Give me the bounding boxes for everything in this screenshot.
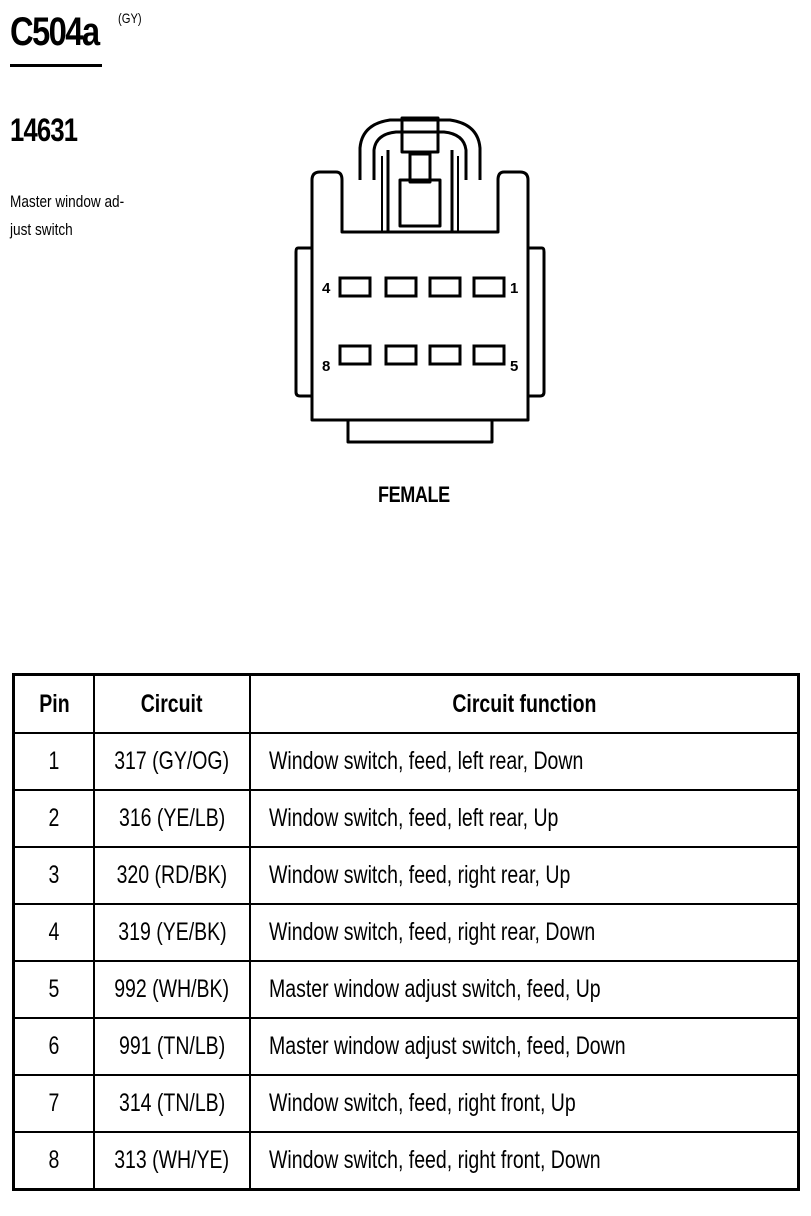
cell-circuit: 314 (TN/LB) xyxy=(93,1074,251,1133)
cell-function: Window switch, feed, left rear, Down xyxy=(249,732,800,791)
cell-circuit: 992 (WH/BK) xyxy=(93,960,251,1019)
pin-label-5: 5 xyxy=(510,358,518,375)
connector-face-diagram: 4 1 8 5 xyxy=(294,116,546,444)
connector-color: (GY) xyxy=(118,10,142,26)
pin-label-8: 8 xyxy=(322,358,330,375)
connector-id: C504a xyxy=(10,10,100,54)
connector-gender: FEMALE xyxy=(378,482,450,507)
cell-circuit: 319 (YE/BK) xyxy=(93,903,251,962)
connector-title: C504a xyxy=(10,8,118,56)
cell-pin: 3 xyxy=(12,846,95,905)
pin-label-1: 1 xyxy=(510,280,518,297)
header-pin: Pin xyxy=(12,673,95,734)
cell-circuit: 320 (RD/BK) xyxy=(93,846,251,905)
cell-circuit: 991 (TN/LB) xyxy=(93,1017,251,1076)
pin-cavity-6 xyxy=(428,344,462,366)
cell-pin: 6 xyxy=(12,1017,95,1076)
cell-function: Window switch, feed, right front, Down xyxy=(249,1131,800,1191)
cell-circuit: 316 (YE/LB) xyxy=(93,789,251,848)
cell-function: Master window adjust switch, feed, Up xyxy=(249,960,800,1019)
pin-cavity-4 xyxy=(338,276,372,298)
latch-housing xyxy=(358,118,482,180)
pin-cavity-7 xyxy=(384,344,418,366)
connector-description: Master window ad- just switch xyxy=(10,192,125,239)
header-circuit: Circuit xyxy=(93,673,251,734)
part-number: 14631 xyxy=(10,112,78,148)
pin-cavity-5 xyxy=(472,344,506,366)
connector-body xyxy=(310,232,530,422)
pin-cavity-1 xyxy=(472,276,506,298)
pin-cavity-2 xyxy=(428,276,462,298)
right-flange xyxy=(528,246,546,398)
cell-pin: 1 xyxy=(12,732,95,791)
cell-circuit: 313 (WH/YE) xyxy=(93,1131,251,1191)
cell-pin: 2 xyxy=(12,789,95,848)
left-flange xyxy=(294,246,312,398)
cell-pin: 8 xyxy=(12,1131,95,1191)
pin-cavity-3 xyxy=(384,276,418,298)
pin-label-4: 4 xyxy=(322,280,331,297)
latch-slot xyxy=(408,152,432,184)
cell-pin: 4 xyxy=(12,903,95,962)
table-header-row: Pin Circuit Circuit function xyxy=(12,673,800,734)
cell-function: Window switch, feed, left rear, Up xyxy=(249,789,800,848)
latch-tab xyxy=(400,116,440,154)
lock-tab xyxy=(398,178,442,228)
title-underline xyxy=(10,64,102,67)
cell-function: Master window adjust switch, feed, Down xyxy=(249,1017,800,1076)
cell-pin: 5 xyxy=(12,960,95,1019)
header-function: Circuit function xyxy=(249,673,800,734)
pin-cavity-8 xyxy=(338,344,372,366)
cell-function: Window switch, feed, right rear, Up xyxy=(249,846,800,905)
latch-housing-inner xyxy=(372,130,468,180)
cell-pin: 7 xyxy=(12,1074,95,1133)
cell-function: Window switch, feed, right front, Up xyxy=(249,1074,800,1133)
connector-foot xyxy=(346,420,494,444)
cell-function: Window switch, feed, right rear, Down xyxy=(249,903,800,962)
connector-ears xyxy=(310,170,530,234)
cell-circuit: 317 (GY/OG) xyxy=(93,732,251,791)
